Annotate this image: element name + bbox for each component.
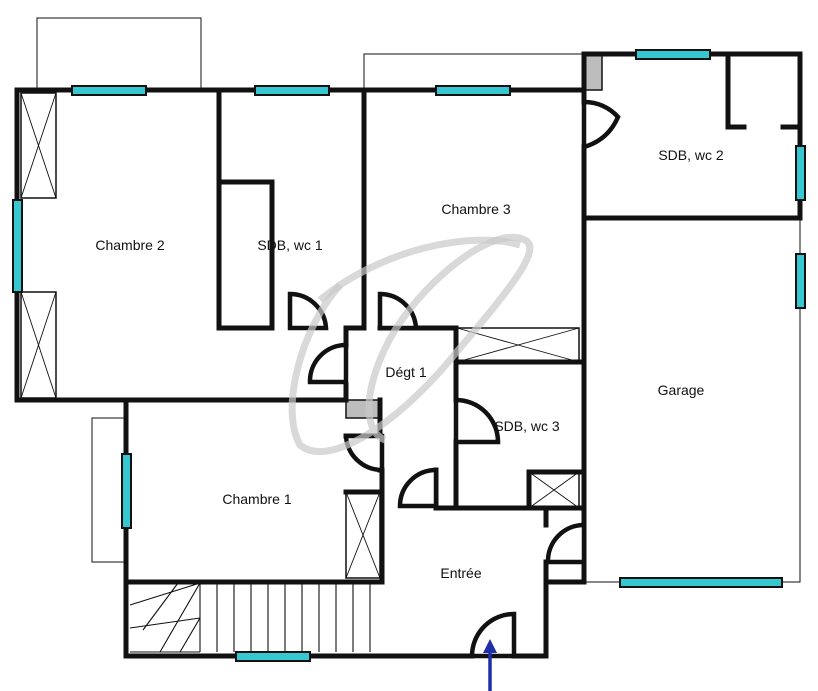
door-sdb-wc-3 (453, 397, 501, 445)
closet-chambre-1 (345, 491, 381, 579)
room-label-chambre-2: Chambre 2 (95, 237, 164, 253)
window-staircase-south (235, 651, 311, 662)
closet-sdb-wc-3 (528, 471, 580, 509)
room-label-sdb-wc-2: SDB, wc 2 (658, 147, 724, 163)
room-label-chambre-3: Chambre 3 (441, 201, 510, 217)
window-chambre-2-north (71, 85, 147, 96)
watermark-logo (288, 233, 534, 456)
room-label-degt-1: Dégt 1 (385, 364, 426, 380)
window-garage-east (795, 253, 806, 309)
door-degt-entree (397, 467, 439, 509)
window-chambre-2-west (12, 199, 23, 293)
door-entree-main (469, 611, 517, 659)
door-chambre-3 (377, 291, 419, 331)
room-label-entree: Entrée (440, 565, 481, 581)
window-sdb-wc-2-east (795, 145, 806, 201)
door-chambre-2 (307, 342, 349, 385)
room-label-sdb-wc-1: SDB, wc 1 (257, 237, 323, 253)
window-chambre-3-north (435, 85, 511, 96)
pillar-ne (583, 53, 603, 91)
door-sdb-wc-2 (581, 99, 621, 151)
window-sdb-wc-1-north (254, 85, 330, 96)
door-garage (545, 522, 587, 565)
closet-corridor (456, 327, 580, 363)
window-garage-south (619, 577, 783, 588)
window-sdb-wc-2-north (635, 49, 711, 60)
window-chambre-1-west (121, 453, 132, 529)
room-label-sdb-wc-3: SDB, wc 3 (494, 418, 560, 434)
closets (20, 92, 580, 579)
walls (14, 51, 803, 659)
pillar-degt (345, 399, 381, 419)
doors (287, 99, 621, 659)
room-labels: Chambre 2 SDB, wc 1 Chambre 3 SDB, wc 2 … (95, 147, 724, 581)
closet-west-lower (20, 291, 57, 399)
windows (12, 49, 806, 662)
room-label-garage: Garage (658, 382, 705, 398)
room-label-chambre-1: Chambre 1 (222, 491, 291, 507)
staircase (129, 582, 371, 653)
closet-west-upper (20, 92, 57, 199)
